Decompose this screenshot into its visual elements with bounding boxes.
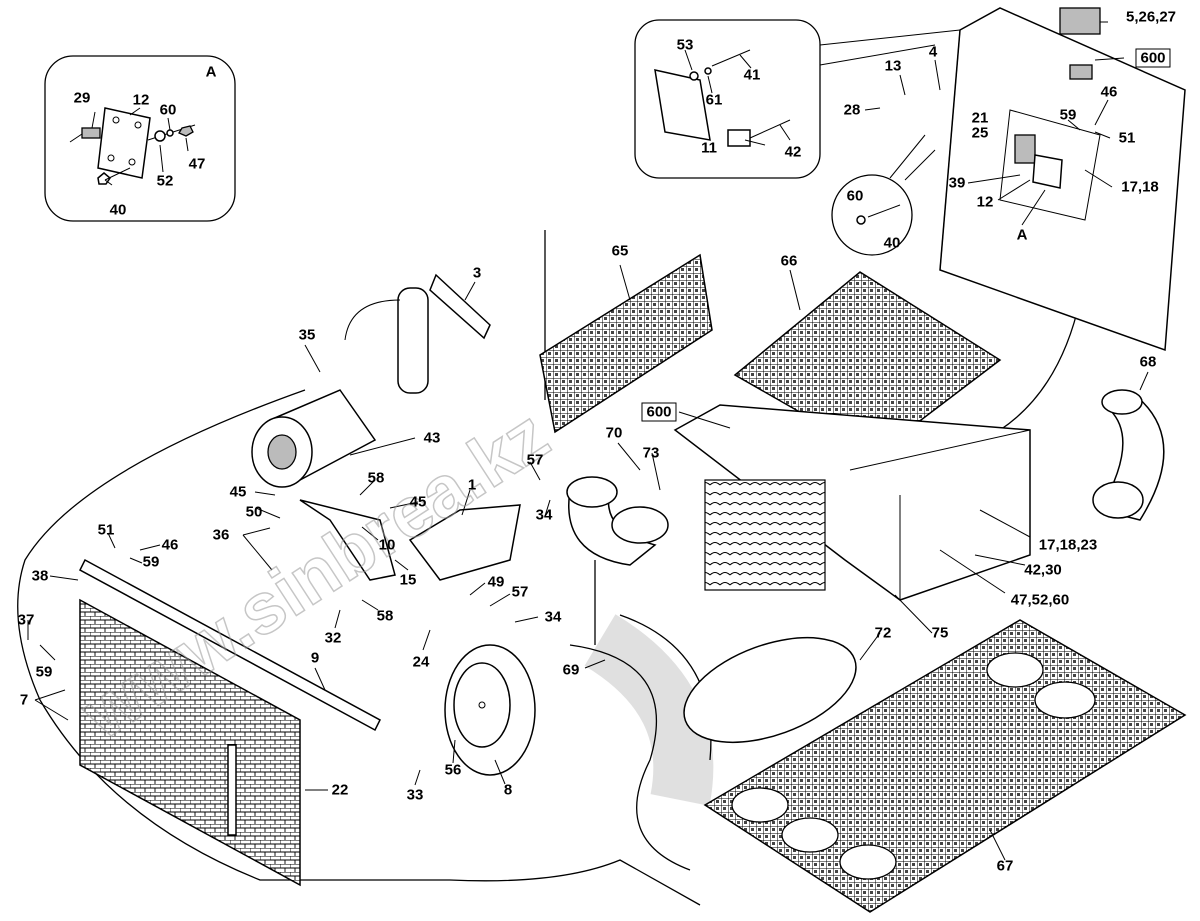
callout-29: 29 bbox=[73, 89, 91, 107]
callout-53: 53 bbox=[676, 36, 694, 54]
inset-a-bracket bbox=[69, 107, 196, 185]
callout-17-18a: 17,18 bbox=[1121, 178, 1159, 196]
callout-65: 65 bbox=[611, 242, 629, 260]
callout-15: 15 bbox=[399, 571, 417, 589]
receiver-drier bbox=[344, 273, 491, 394]
compressor bbox=[251, 389, 377, 488]
callout-600b: 600 bbox=[641, 402, 677, 422]
callout-40b: 40 bbox=[883, 234, 901, 252]
callout-37: 37 bbox=[17, 611, 35, 629]
callout-49: 49 bbox=[487, 573, 505, 591]
callout-69: 69 bbox=[562, 661, 580, 679]
callout-13: 13 bbox=[884, 57, 902, 75]
callout-51b: 51 bbox=[97, 521, 115, 539]
callout-59c: 59 bbox=[35, 663, 53, 681]
callout-5-26-27: 5,26,27 bbox=[1125, 8, 1177, 26]
callout-8: 8 bbox=[503, 781, 513, 799]
callout-28: 28 bbox=[843, 101, 861, 119]
callout-59b: 59 bbox=[142, 553, 160, 571]
callout-43: 43 bbox=[423, 429, 441, 447]
callout-40a: 40 bbox=[109, 201, 127, 219]
callout-68: 68 bbox=[1139, 353, 1157, 371]
callout-61: 61 bbox=[705, 91, 723, 109]
callout-45b: 45 bbox=[409, 493, 427, 511]
callout-600a: 600 bbox=[1135, 48, 1171, 68]
inset-bolt-circle bbox=[831, 174, 913, 256]
callout-47a: 47 bbox=[188, 155, 206, 173]
callout-73: 73 bbox=[642, 444, 660, 462]
callout-34a: 34 bbox=[535, 506, 553, 524]
leader-lines bbox=[27, 21, 1149, 861]
callout-35: 35 bbox=[298, 326, 316, 344]
callout-32: 32 bbox=[324, 629, 342, 647]
callout-42-30: 42,30 bbox=[1024, 561, 1062, 579]
panel-65 bbox=[539, 253, 713, 434]
callout-67: 67 bbox=[996, 857, 1014, 875]
inset-top-parts bbox=[654, 49, 791, 147]
base-outline bbox=[17, 389, 701, 906]
callout-12b: 12 bbox=[976, 193, 994, 211]
callout-36: 36 bbox=[212, 526, 230, 544]
callout-51a: 51 bbox=[1118, 129, 1136, 147]
callout-50: 50 bbox=[245, 503, 263, 521]
pulley bbox=[444, 644, 536, 776]
callout-57b: 57 bbox=[511, 583, 529, 601]
callout-A-inset: A bbox=[205, 63, 217, 81]
callout-25: 25 bbox=[971, 124, 989, 142]
callout-59a: 59 bbox=[1059, 106, 1077, 124]
hose-69 bbox=[584, 614, 714, 806]
callout-46a: 46 bbox=[1100, 83, 1118, 101]
callout-39: 39 bbox=[948, 174, 966, 192]
callout-60a: 60 bbox=[159, 101, 177, 119]
callout-66: 66 bbox=[780, 252, 798, 270]
hose-72 bbox=[683, 636, 857, 744]
inset-top-box bbox=[634, 19, 821, 179]
condenser bbox=[79, 558, 381, 887]
callout-58b: 58 bbox=[376, 607, 394, 625]
control-cabinet bbox=[939, 7, 1186, 352]
callout-1: 1 bbox=[467, 476, 477, 494]
callout-A-ref: A bbox=[1016, 226, 1028, 244]
callout-38: 38 bbox=[31, 567, 49, 585]
callout-45a: 45 bbox=[229, 483, 247, 501]
callout-9: 9 bbox=[310, 649, 320, 667]
callout-47-52-60: 47,52,60 bbox=[1010, 591, 1070, 609]
bracket-1 bbox=[408, 504, 521, 581]
callout-57a: 57 bbox=[526, 451, 544, 469]
callout-4: 4 bbox=[928, 43, 938, 61]
callout-56: 56 bbox=[444, 761, 462, 779]
inset-a-box bbox=[44, 55, 236, 222]
callout-72: 72 bbox=[874, 624, 892, 642]
callout-21: 21 bbox=[971, 109, 989, 127]
callout-11: 11 bbox=[701, 139, 717, 157]
callout-22: 22 bbox=[331, 781, 349, 799]
callout-70: 70 bbox=[605, 424, 623, 442]
callout-24: 24 bbox=[412, 653, 430, 671]
callout-52a: 52 bbox=[156, 172, 174, 190]
callout-17-18-23: 17,18,23 bbox=[1038, 536, 1098, 554]
bracket-10 bbox=[299, 499, 396, 581]
callout-3: 3 bbox=[472, 264, 482, 282]
callout-42a: 42 bbox=[784, 143, 802, 161]
evaporator-unit bbox=[673, 404, 1031, 601]
callout-75: 75 bbox=[931, 624, 949, 642]
callout-41: 41 bbox=[743, 66, 761, 84]
callout-33: 33 bbox=[406, 786, 424, 804]
callout-12a: 12 bbox=[132, 91, 150, 109]
callout-60b: 60 bbox=[846, 187, 864, 205]
callout-34b: 34 bbox=[544, 608, 562, 626]
callout-58a: 58 bbox=[367, 469, 385, 487]
callout-10: 10 bbox=[378, 536, 396, 554]
callout-7: 7 bbox=[19, 691, 29, 709]
callout-46b: 46 bbox=[161, 536, 179, 554]
